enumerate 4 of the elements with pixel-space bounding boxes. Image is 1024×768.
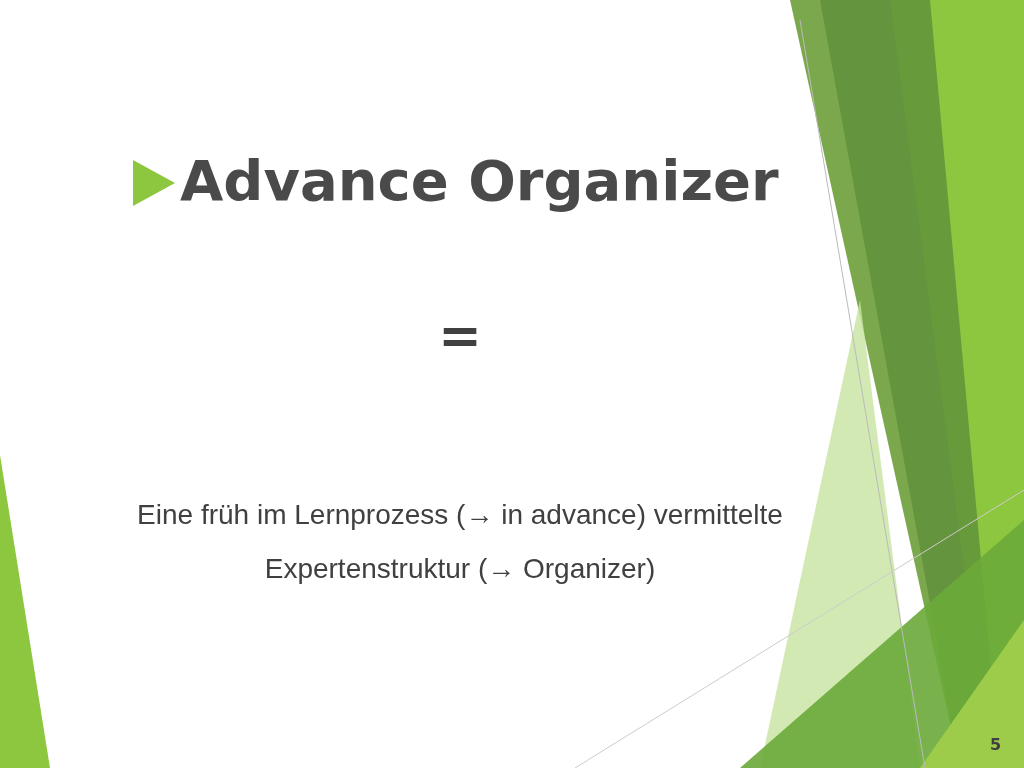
page-number: 5 — [990, 735, 1002, 754]
equals-sign: = — [437, 305, 483, 365]
definition-text: Eine früh im Lernprozess (→ in advance) vermittelte Expertenstruktur (→ Organizer) — [136, 498, 784, 586]
slide-title: Advance Organizer — [180, 148, 779, 213]
